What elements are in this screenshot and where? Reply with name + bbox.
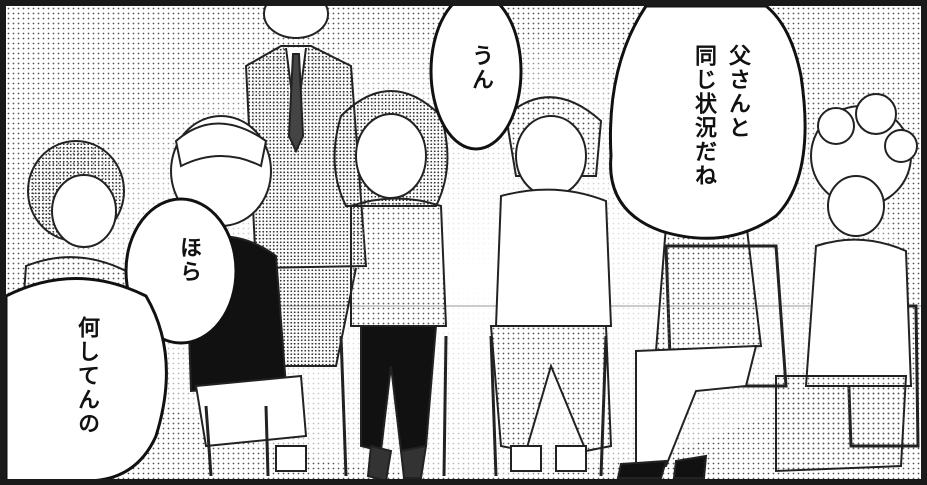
panel-art <box>6 6 921 479</box>
bubble-father-shape <box>608 6 807 240</box>
man-curly-hair <box>775 93 918 473</box>
bubble-un-line-1: うん <box>468 44 493 92</box>
standing-man <box>244 6 368 367</box>
bubble-hora-line-1: ほら <box>176 236 201 284</box>
bubble-father-line-2: 同じ状況だね <box>691 44 716 188</box>
bubble-nani-text: 何してんの <box>70 316 102 466</box>
bubble-father-line-1: 父さんと <box>725 44 750 140</box>
bubble-nani-line-1: 何してんの <box>74 316 99 436</box>
bubble-nani-shape <box>6 277 168 479</box>
boy-hoodie <box>489 96 613 472</box>
bubble-un-text: うん <box>464 44 496 124</box>
woman-center <box>333 90 449 479</box>
bubble-un-shape <box>429 6 523 151</box>
speech-bubbles <box>6 6 807 479</box>
bubble-hora-text: ほら <box>172 236 204 316</box>
bubble-hora-shape <box>124 197 238 345</box>
bubble-father-text: 父さんと 同じ状況だね <box>686 44 754 224</box>
